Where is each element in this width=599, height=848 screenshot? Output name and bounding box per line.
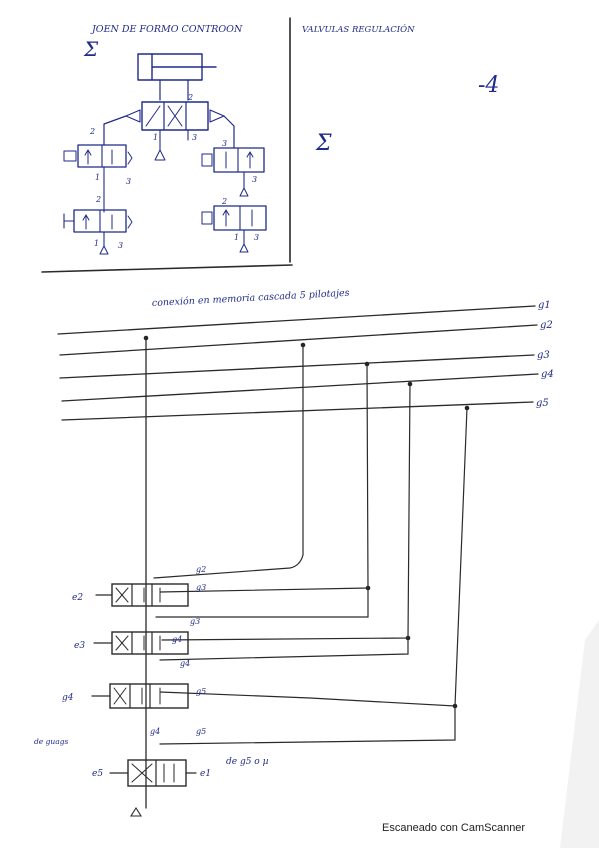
valve-left-lower — [63, 209, 133, 255]
valve-left-upper — [63, 144, 133, 213]
line-label-g3: g3 — [537, 350, 550, 361]
memory-valve-e1 — [109, 759, 197, 817]
memory-valve-g4 — [91, 683, 189, 709]
port-label: 3 — [222, 139, 227, 148]
line-label-g2: g2 — [540, 320, 553, 331]
valve-right-lower — [201, 205, 267, 253]
top-left-title: JOEN DE FORMO CONTROON — [90, 24, 243, 35]
port-label: 3 — [192, 133, 197, 142]
port-label: 2 — [89, 127, 95, 136]
pilot-label: g3 — [190, 617, 200, 626]
line-g1 — [57, 305, 536, 335]
pilot-connections — [153, 344, 468, 745]
right-mark-top: -4 — [478, 73, 499, 98]
pilot-label: g4 — [150, 727, 160, 736]
port-label: 1 — [94, 239, 99, 248]
top-right-title: VALVULAS REGULACIÓN — [302, 23, 415, 35]
pilot-label: g5 — [196, 687, 206, 696]
line-g2 — [59, 324, 538, 356]
pilot-label: g5 — [196, 727, 206, 736]
memory-valve-e3 — [93, 631, 189, 655]
line-label-g5: g5 — [536, 398, 549, 409]
pilot-label: g3 — [196, 583, 206, 592]
memory-valve-e2 — [95, 583, 189, 607]
port-label: 3 — [254, 233, 259, 242]
top-frame — [41, 17, 293, 273]
port-label: 3 — [252, 175, 257, 184]
valve-label-e1: e1 — [200, 769, 211, 779]
left-margin-mark: Σ — [83, 37, 99, 61]
valve-label-de-guags: de guags — [34, 737, 69, 746]
port-label: 1 — [234, 233, 239, 242]
line-label-g1: g1 — [538, 300, 551, 311]
port-label: 1 — [153, 133, 158, 142]
valve-label-de-g5: de g5 o µ — [226, 757, 269, 767]
line-label-g4: g4 — [541, 369, 554, 380]
scanner-watermark: Escaneado con CamScanner — [382, 822, 526, 834]
valve-label-g4: g4 — [62, 693, 74, 703]
cylinder — [137, 53, 217, 101]
pressure-lines — [57, 305, 539, 421]
valve-label-e3: e3 — [74, 641, 85, 651]
port-label: 2 — [221, 197, 227, 206]
line-g4 — [61, 373, 539, 402]
pilot-label: g2 — [196, 565, 206, 574]
main-valve — [125, 101, 225, 161]
port-label: 3 — [126, 177, 131, 186]
valve-right-upper — [201, 147, 265, 197]
paper-fold — [560, 620, 599, 848]
line-g5 — [61, 401, 534, 421]
pilot-label: g4 — [180, 659, 190, 668]
right-mark-mid: Σ — [315, 131, 332, 156]
line-g3 — [59, 354, 535, 379]
pneumatic-circuit: 2 1 3 2 3 2 1 3 2 1 3 3 1 3 — [63, 53, 267, 255]
port-label: 2 — [187, 93, 193, 102]
port-label: 3 — [118, 241, 123, 250]
pilot-label: g4 — [172, 635, 182, 644]
valve-label-e5: e5 — [92, 769, 103, 779]
port-label: 1 — [95, 173, 100, 182]
port-label: 2 — [95, 195, 101, 204]
valve-label-e2: e2 — [72, 593, 83, 603]
